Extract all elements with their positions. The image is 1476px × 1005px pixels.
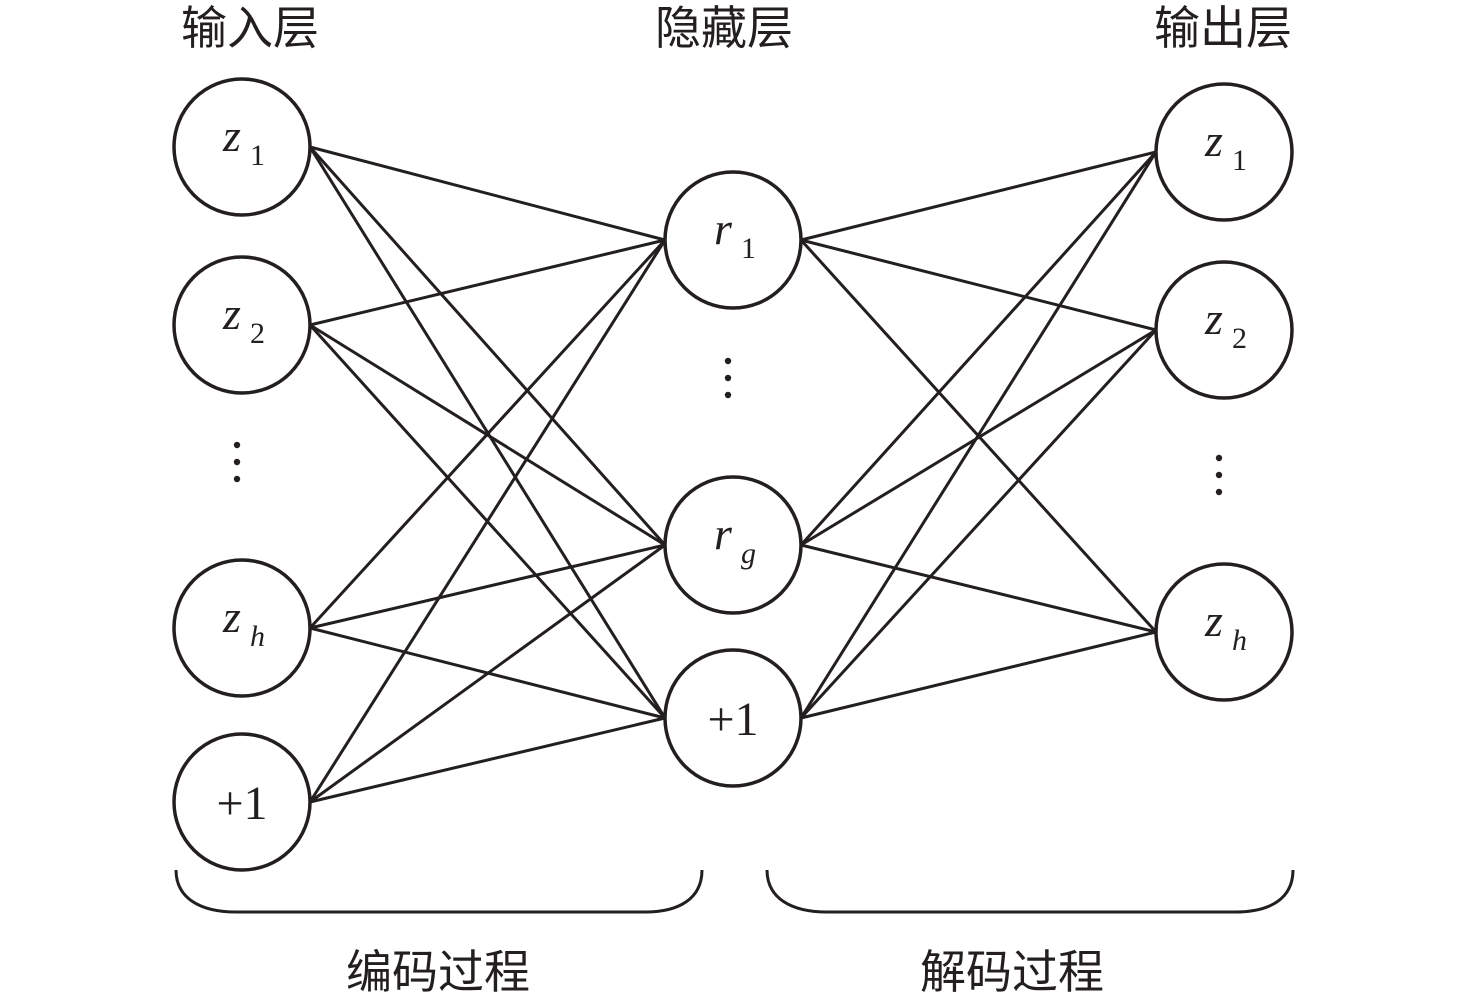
decode-brace bbox=[765, 869, 1295, 914]
node-circle bbox=[1154, 562, 1294, 702]
node-subscript: h bbox=[250, 620, 265, 653]
node-in-bias: +1 bbox=[172, 732, 312, 872]
node-circle bbox=[172, 255, 312, 395]
ellipsis-dot bbox=[1215, 471, 1223, 479]
node-variable: z bbox=[222, 591, 241, 642]
hidden-layer-title: 隐藏层 bbox=[655, 1, 793, 55]
output-ellipsis-icon bbox=[1215, 454, 1223, 496]
node-variable: z bbox=[222, 288, 241, 339]
ellipsis-dot bbox=[1215, 488, 1223, 496]
edge-in-zh-to-hid-rg bbox=[309, 543, 666, 630]
input-layer-title: 输入层 bbox=[181, 1, 319, 55]
node-circle bbox=[1154, 260, 1294, 400]
ellipsis-dot bbox=[233, 475, 241, 483]
ellipsis-dot bbox=[233, 441, 241, 449]
ellipsis-dot bbox=[724, 374, 732, 382]
node-subscript: 2 bbox=[250, 317, 265, 350]
node-circle bbox=[663, 475, 803, 615]
node-hid-bias: +1 bbox=[663, 648, 803, 788]
edge-in-zh-to-hid-r1 bbox=[308, 238, 667, 630]
node-variable: z bbox=[1204, 595, 1223, 646]
node-variable: z bbox=[1204, 115, 1223, 166]
node-subscript: g bbox=[741, 537, 756, 570]
edge-in-z1-to-hid-r1 bbox=[309, 145, 666, 242]
hidden-ellipsis-icon bbox=[724, 357, 732, 399]
ellipsis-dot bbox=[724, 391, 732, 399]
edge-hid-rg-to-out-z1 bbox=[799, 150, 1158, 547]
node-subscript: 1 bbox=[1232, 144, 1247, 177]
node-variable: r bbox=[714, 203, 733, 254]
encode-process-label: 编码过程 bbox=[346, 945, 530, 999]
decode-process-label: 解码过程 bbox=[920, 945, 1104, 999]
edge-hid-rg-to-out-zh bbox=[800, 543, 1157, 634]
edge-hid-r1-to-out-z2 bbox=[800, 238, 1157, 332]
edge-hid-r1-to-out-z1 bbox=[800, 150, 1157, 242]
edge-in-z2-to-hid-r1 bbox=[309, 238, 666, 327]
ellipsis-dot bbox=[233, 458, 241, 466]
edge-in-bias-to-hid-rg bbox=[309, 543, 666, 804]
node-circle bbox=[663, 648, 803, 788]
node-circle bbox=[1154, 82, 1294, 222]
edge-hid-bias-to-out-z1 bbox=[799, 151, 1158, 719]
output-layer-title: 输出层 bbox=[1154, 1, 1292, 55]
edge-hid-bias-to-out-zh bbox=[800, 630, 1157, 720]
node-variable: z bbox=[1204, 293, 1223, 344]
edge-in-bias-to-hid-r1 bbox=[308, 239, 667, 803]
node-circle bbox=[172, 558, 312, 698]
node-bias-label: +1 bbox=[216, 777, 267, 830]
encode-brace bbox=[174, 869, 704, 914]
node-bias-label: +1 bbox=[707, 693, 758, 746]
edge-hid-bias-to-out-z2 bbox=[799, 328, 1158, 720]
node-circle bbox=[663, 170, 803, 310]
node-subscript: 2 bbox=[1232, 322, 1247, 355]
ellipsis-dot bbox=[1215, 454, 1223, 462]
edge-in-z1-to-hid-rg bbox=[308, 146, 667, 546]
node-variable: r bbox=[714, 508, 733, 559]
input-ellipsis-icon bbox=[233, 441, 241, 483]
edge-in-bias-to-hid-bias bbox=[309, 716, 666, 804]
node-circle bbox=[172, 732, 312, 872]
node-subscript: h bbox=[1232, 624, 1247, 657]
node-circle bbox=[172, 77, 312, 217]
node-subscript: 1 bbox=[741, 232, 756, 265]
node-subscript: 1 bbox=[250, 139, 265, 172]
edges bbox=[308, 145, 1158, 804]
node-variable: z bbox=[222, 110, 241, 161]
ellipsis-dot bbox=[724, 357, 732, 365]
